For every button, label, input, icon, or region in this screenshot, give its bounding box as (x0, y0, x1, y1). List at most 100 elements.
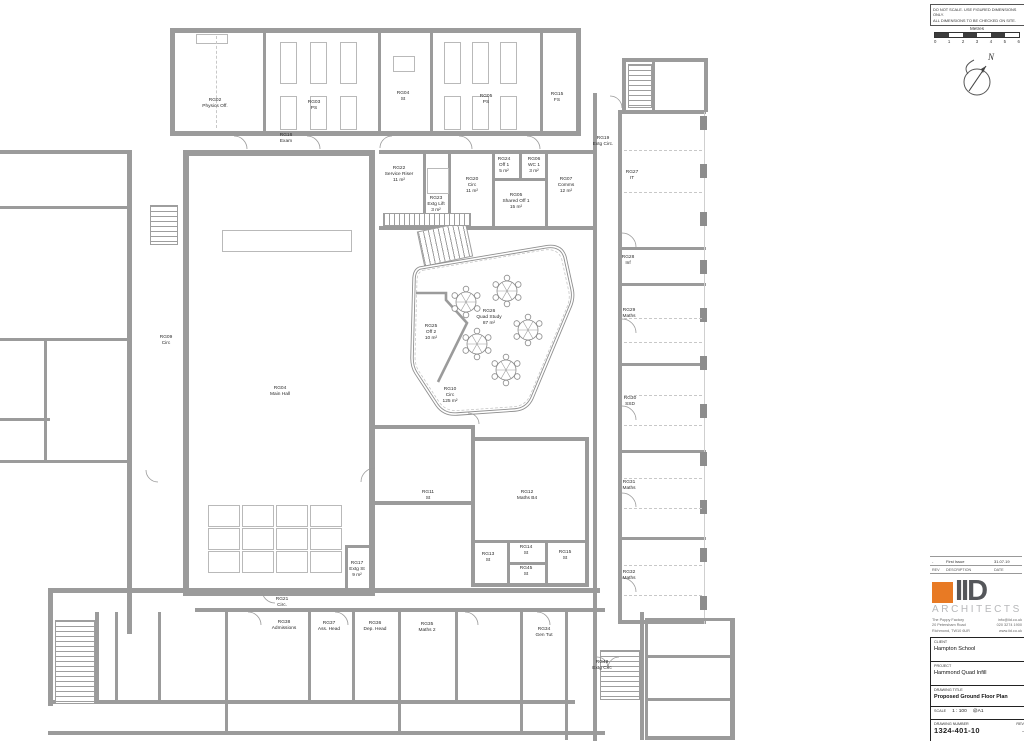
wall (618, 450, 706, 453)
room-label-rg31: RG31 Maths (622, 480, 636, 491)
room-label-rg26: RG26 Quad Study 87 m² (476, 309, 502, 326)
logo-text: IID (955, 575, 988, 607)
lab-bench (500, 42, 517, 84)
room-label-rg35: RG35 Maths 2 (418, 622, 436, 633)
round-table (491, 353, 521, 387)
room-label-rg20: RG20 Circ 11 m² (465, 177, 479, 194)
wall (379, 226, 597, 230)
wall (622, 58, 708, 62)
wall (0, 338, 128, 341)
door-arc (607, 656, 620, 669)
room-label-rg48: RG48 Extg Circ (592, 660, 612, 671)
general-notes: DO NOT SCALE. USE FIGURED DIMENSIONS ONL… (930, 4, 1024, 26)
wall (645, 655, 733, 658)
room-label-rg03: RG03 PS (307, 100, 321, 111)
tick: 3 (975, 39, 979, 44)
door-arc (379, 135, 393, 149)
room-label-rg02: RG02 Physics Off. (202, 98, 228, 109)
description-header: DESCRIPTION (946, 567, 972, 572)
wall (448, 152, 451, 228)
rev-label: REV (1016, 722, 1024, 726)
wall (345, 545, 371, 548)
chair-stack (276, 528, 308, 550)
door-arc (261, 589, 276, 604)
wall (369, 428, 375, 595)
wall (618, 247, 706, 250)
dash (624, 395, 702, 396)
chair-stack (276, 505, 308, 527)
stair (628, 64, 652, 108)
wall (398, 612, 401, 702)
wall (593, 93, 597, 655)
door-arcs (145, 95, 637, 669)
room-label-rg21: RG21 Circ. (275, 597, 289, 608)
revision-header-row: REV DESCRIPTION DATE (930, 566, 1022, 574)
room-label-rg11: RG11 St (421, 490, 435, 501)
dash (624, 150, 702, 151)
round-table (462, 327, 492, 361)
room-label-rg24: RG24 Off 1 5 m² (497, 157, 511, 174)
drawing-number-box: DRAWING NUMBER REV 1324-401-10 - (930, 719, 1024, 741)
drawing-number-value: 1324-401-10 (934, 726, 980, 735)
wall (183, 590, 375, 596)
wall (225, 612, 228, 702)
dash (624, 478, 702, 479)
door-arc (360, 467, 376, 483)
dash (624, 595, 702, 596)
rev-header: REV (932, 567, 940, 572)
door-arc (609, 95, 623, 109)
tick: 6 (1017, 39, 1020, 44)
wall (345, 545, 348, 590)
room-label-rg37: RG37 Ass. Head (317, 621, 341, 632)
room-label-rg29: RG29 Maths (622, 308, 636, 319)
wall (640, 612, 644, 740)
pier (700, 596, 707, 610)
door-arc (621, 492, 637, 508)
door-arc (306, 135, 321, 150)
wall (0, 418, 50, 421)
wall (170, 28, 175, 136)
round-table (492, 274, 522, 308)
dash (624, 318, 702, 319)
pier (700, 164, 707, 178)
wall (195, 608, 605, 612)
client-box: CLIENT Hampton School (930, 637, 1024, 662)
lift-car (427, 168, 449, 194)
wall (48, 700, 198, 704)
chair-stack (310, 551, 342, 573)
drawing-title-box: DRAWING TITLE Proposed Ground Floor Plan (930, 685, 1024, 708)
room-label-rg05ps: RG05 PS (479, 94, 493, 105)
room-label-rg17: RG17 Extg St 9 m² (349, 561, 365, 578)
lab-bench (472, 42, 489, 84)
revision-row: - First Issue 31.07.19 (930, 556, 1022, 566)
quad-study-outline (410, 244, 575, 416)
pier (700, 356, 707, 370)
wall (645, 618, 648, 738)
door-arc (621, 577, 637, 593)
wall (471, 425, 475, 585)
wall (492, 152, 495, 228)
contact-line: info@iid.co.uk (998, 617, 1022, 622)
lab-bench (310, 42, 327, 84)
riser-box (393, 56, 415, 72)
lab-bench (444, 42, 461, 84)
room-label-rg27: RG27 IT (625, 170, 639, 181)
contact-line: 020 3274 1900 (996, 623, 1022, 628)
room-label-rg15st: RG15 St (558, 550, 572, 561)
room-label-rg45: RG45 St (519, 566, 533, 577)
wall (423, 152, 426, 228)
project-box: PROJECT Hammond Quad Infill (930, 661, 1024, 686)
paper-size: @A1 (972, 709, 984, 714)
firm-contact: info@iid.co.uk 020 3274 1900 www.iid.co.… (997, 618, 1022, 635)
chair-stack (242, 528, 274, 550)
firm-address: The Poppy Factory 20 Petersham Road Rich… (932, 618, 970, 635)
round-table (451, 285, 481, 319)
wall (158, 612, 161, 702)
wall (618, 620, 706, 624)
contact-line: www.iid.co.uk (999, 629, 1022, 634)
tick: 4 (989, 39, 993, 44)
chair-stack (242, 551, 274, 573)
room-label-rg36: RG36 Dep. Head (363, 621, 387, 632)
rev-description: First Issue (946, 558, 965, 564)
wall (576, 28, 581, 136)
